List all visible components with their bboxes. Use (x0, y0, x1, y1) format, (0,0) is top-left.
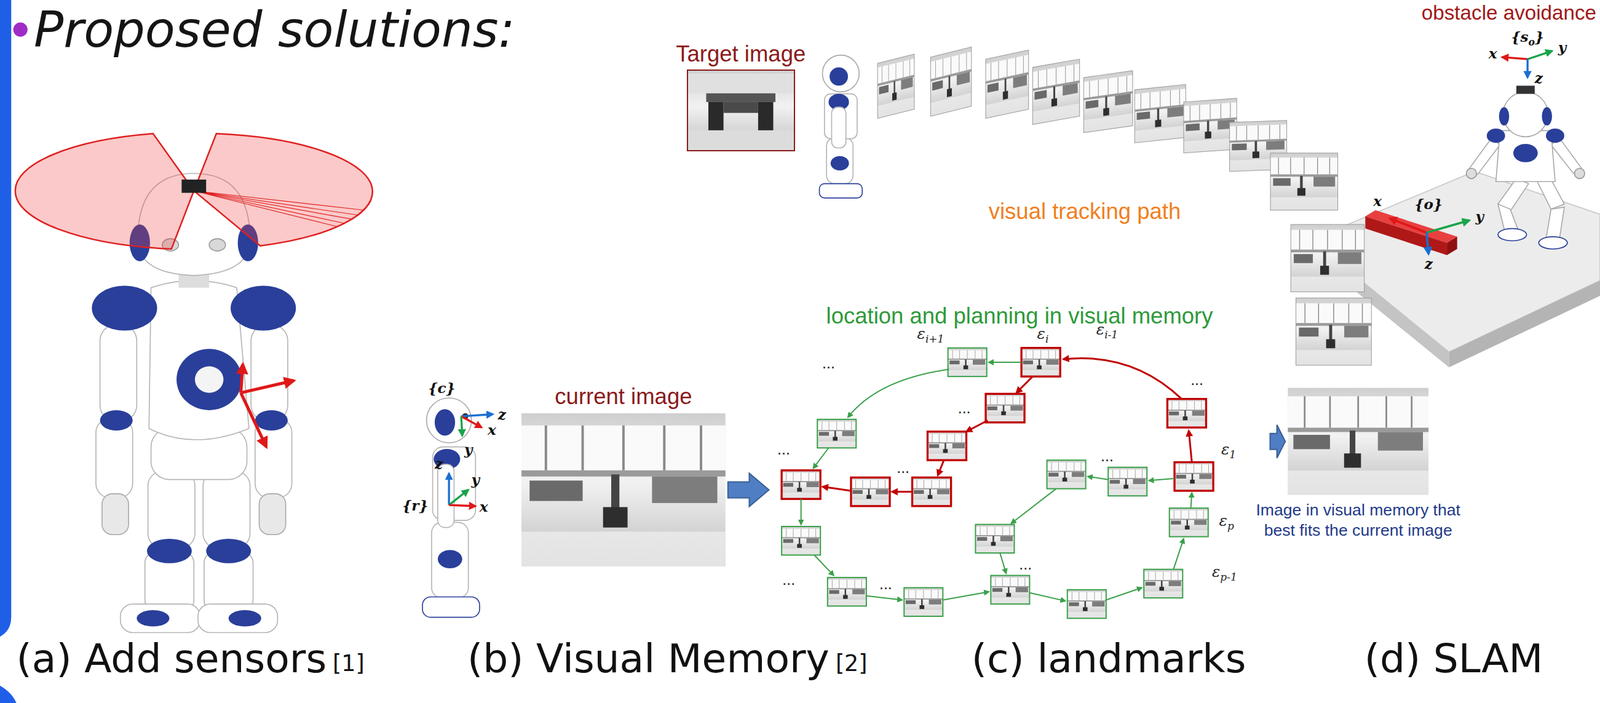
ellipsis-mark: ... (782, 570, 796, 589)
axis-label: z (1534, 69, 1543, 87)
ellipsis-mark: ... (958, 399, 971, 417)
visual-memory-graph: location and planning in visual memory (771, 303, 1268, 622)
frame-name: {c} (428, 379, 456, 397)
axis-label: z (434, 455, 443, 472)
frame-name: {so} (1510, 28, 1544, 45)
ellipsis-mark: ... (896, 458, 910, 477)
axis-label: x (1488, 44, 1498, 62)
subscript: i-1 (1104, 328, 1118, 341)
frame-name: {r} (402, 496, 428, 514)
edge-symbol: εi+1 (917, 324, 945, 343)
ellipsis-mark: ... (1018, 555, 1032, 574)
block-arrow (728, 473, 770, 507)
edge-symbol: εp-1 (1211, 562, 1238, 581)
current-image-panel: current image (521, 413, 726, 567)
axis-label: y (1558, 38, 1567, 56)
axis-label: x (479, 498, 489, 515)
panel-caption: (a) Add sensors (16, 635, 328, 682)
axis-label: y (464, 440, 473, 458)
reference-number: [2] (835, 649, 868, 677)
ellipsis-mark: ... (822, 354, 836, 373)
subscript: 1 (1229, 448, 1236, 461)
panel-caption: Image in visual memory that best fits th… (1240, 499, 1476, 541)
subscript: p-1 (1219, 570, 1237, 583)
graph-heading: location and planning in visual memory (771, 303, 1268, 329)
ellipsis-mark: ... (1190, 370, 1204, 389)
panel-heading: current image (554, 383, 692, 410)
edge-symbol: ε1 (1221, 440, 1236, 459)
edge-symbol: εi-1 (1096, 320, 1118, 339)
ellipsis-mark: ... (1100, 447, 1114, 465)
slide-title: Proposed solutions: (33, 1, 515, 59)
edge-symbol: εp (1219, 511, 1235, 530)
ellipsis-mark: ... (879, 574, 893, 593)
panel-caption: (b) Visual Memory (467, 635, 830, 682)
block-arrow (1270, 424, 1286, 459)
axis-label: y (1475, 207, 1484, 225)
reference-number: [1] (332, 649, 365, 677)
subscript: i (1045, 332, 1049, 345)
best-fit-image-panel: Image in visual memory that best fits th… (1287, 388, 1429, 496)
axis-label: x (487, 421, 497, 438)
axis-label: x (1373, 192, 1382, 210)
axis-label: z (1424, 255, 1433, 272)
subscript: i+1 (925, 332, 944, 345)
subscript: p (1227, 519, 1235, 532)
ellipsis-mark: ... (777, 440, 791, 459)
frame-name: {o} (1414, 195, 1443, 213)
edge-symbol: εi (1037, 324, 1050, 343)
panel-caption: (d) SLAM (1364, 635, 1544, 682)
axis-label: y (471, 471, 480, 488)
subscript: o (1528, 36, 1535, 48)
path-label: visual tracking path (988, 198, 1181, 225)
panel-caption: (c) landmarks (971, 635, 1247, 682)
target-image-panel: Target image (686, 69, 796, 152)
callout-text: obstacle avoidance (1421, 1, 1597, 25)
axis-label: z (498, 405, 507, 423)
panel-heading: Target image (675, 41, 806, 68)
